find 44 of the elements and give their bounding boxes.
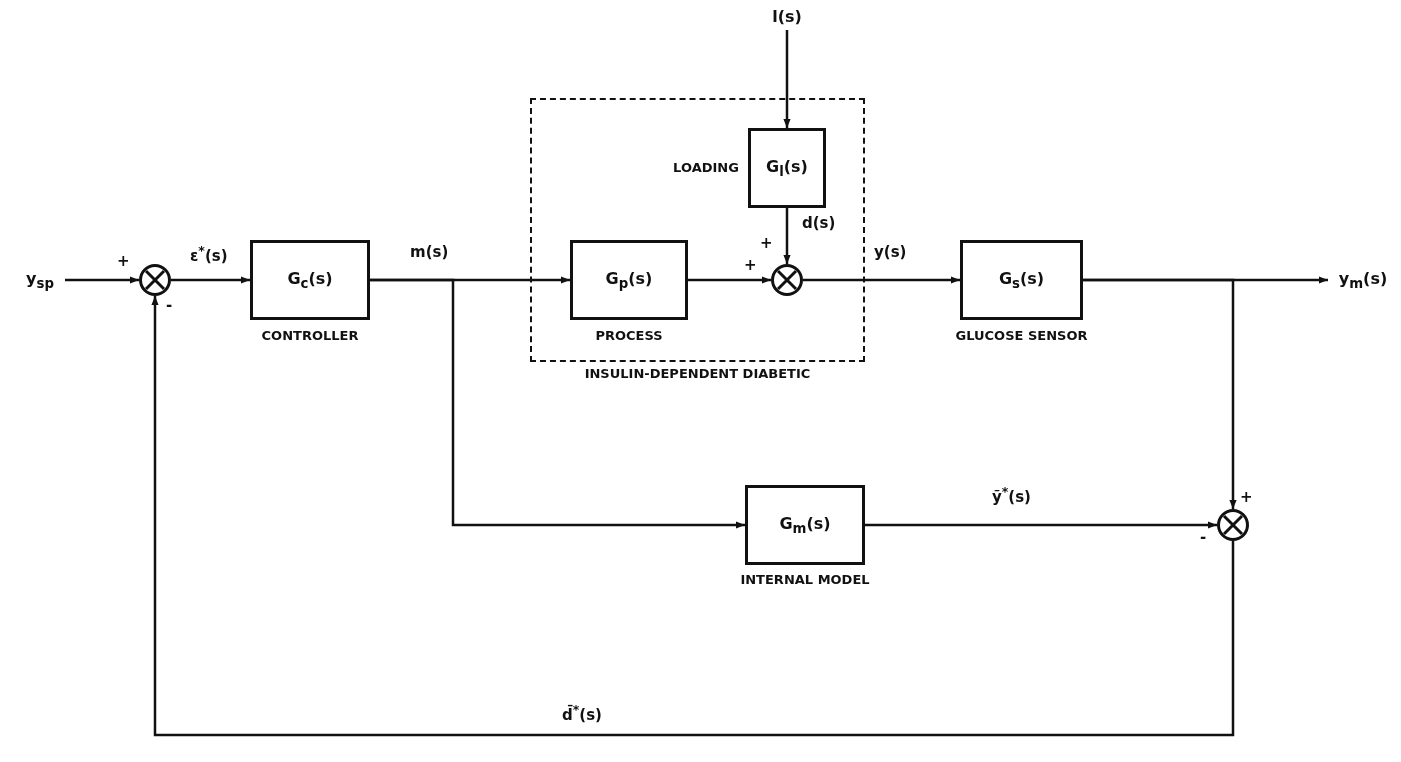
transfer-function: G$_{p}$(s) bbox=[605, 268, 653, 292]
signal-arrow bbox=[688, 276, 771, 284]
signal-arrow bbox=[151, 296, 1235, 737]
edge-label: ỹ$^{*}$(s) bbox=[990, 484, 1033, 506]
signal-arrow bbox=[171, 276, 250, 284]
signal-name: y$_{m}$(s) bbox=[1338, 268, 1388, 292]
block-caption: INTERNAL MODEL bbox=[739, 572, 871, 587]
transfer-function: G$_{l}$(s) bbox=[766, 156, 808, 180]
summing-junction bbox=[139, 264, 171, 296]
sign-label: - bbox=[166, 296, 173, 314]
transfer-function-block bbox=[745, 485, 865, 565]
edge-label: y(s) bbox=[872, 243, 909, 261]
signal-arrow bbox=[783, 30, 791, 128]
transfer-function-block bbox=[960, 240, 1083, 320]
transfer-function-block bbox=[250, 240, 370, 320]
transfer-function: G$_{m}$(s) bbox=[779, 513, 831, 537]
sign-label: + bbox=[117, 252, 130, 270]
sign-label: + bbox=[760, 234, 773, 252]
signal-arrow bbox=[65, 276, 139, 284]
signal-arrow bbox=[370, 278, 745, 529]
signal-arrow bbox=[1083, 278, 1237, 509]
edge-label: d(s) bbox=[800, 214, 838, 232]
signal-arrow bbox=[783, 208, 791, 264]
group-caption: INSULIN-DEPENDENT DIABETIC bbox=[583, 366, 812, 381]
sign-label: + bbox=[744, 256, 757, 274]
transfer-function-block bbox=[570, 240, 688, 320]
signal-arrow bbox=[865, 521, 1217, 529]
signal-arrow bbox=[803, 276, 960, 284]
sign-label: + bbox=[1240, 488, 1253, 506]
edge-label: ε$^{*}$(s) bbox=[188, 243, 230, 265]
block-caption: CONTROLLER bbox=[260, 328, 360, 343]
edge-label: d̄$^{*}$(s) bbox=[560, 702, 604, 724]
summing-junction bbox=[1217, 509, 1249, 541]
transfer-function: G$_{s}$(s) bbox=[998, 268, 1045, 292]
transfer-function: G$_{c}$(s) bbox=[287, 268, 333, 292]
block-caption: PROCESS bbox=[594, 328, 664, 343]
edge-label: m(s) bbox=[408, 243, 451, 261]
summing-junction bbox=[771, 264, 803, 296]
sign-label: - bbox=[1200, 528, 1207, 546]
transfer-function-block bbox=[748, 128, 826, 208]
block-caption: LOADING bbox=[672, 160, 740, 175]
signal-name: y$_{sp}$ bbox=[26, 268, 54, 292]
signal-name: l(s) bbox=[772, 6, 802, 26]
block-caption: GLUCOSE SENSOR bbox=[954, 328, 1089, 343]
